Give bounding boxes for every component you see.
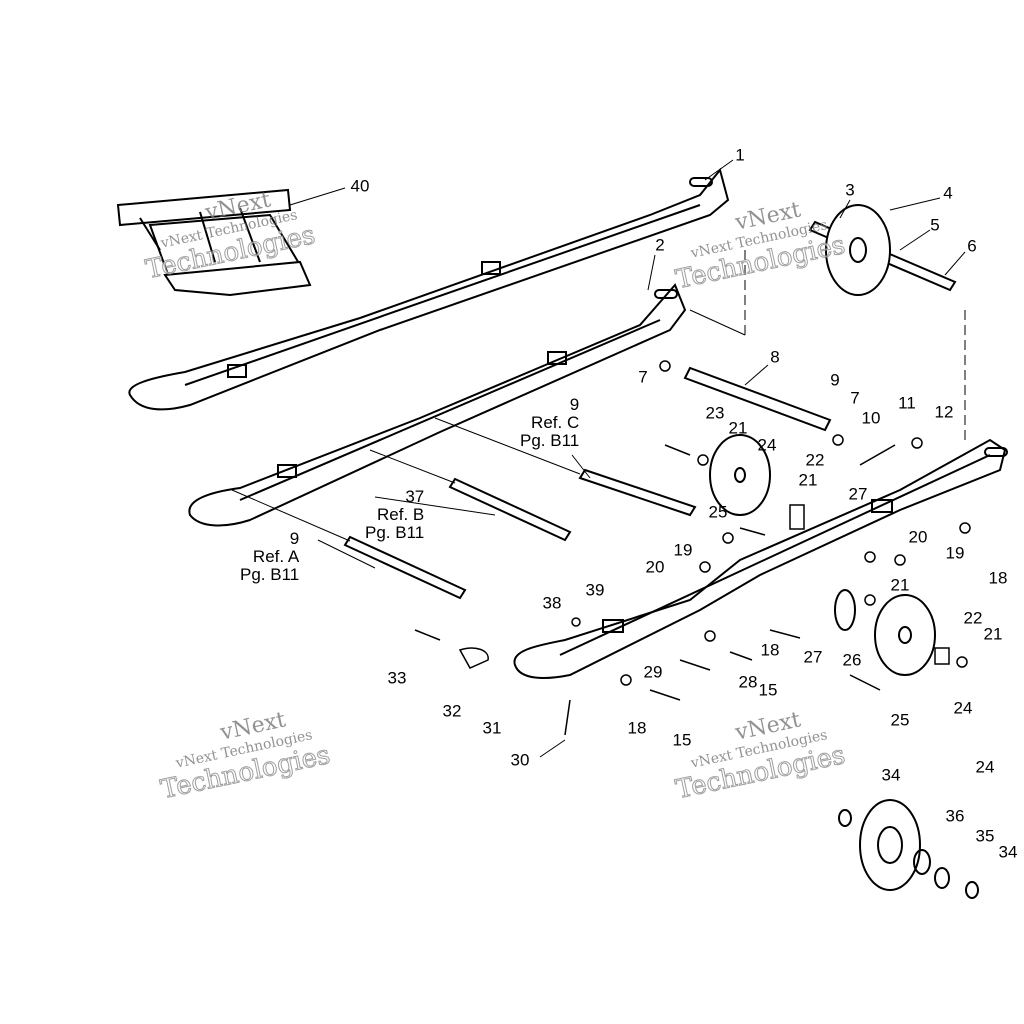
callout-label: 22 xyxy=(963,608,983,628)
callout-label: 27 xyxy=(848,484,868,504)
callout-label: 26 xyxy=(842,650,862,670)
callout-label: 24 xyxy=(975,757,995,777)
callout-label: 36 xyxy=(945,806,965,826)
wheels xyxy=(709,204,979,899)
rail-2 xyxy=(188,283,687,527)
callout-label: 3 xyxy=(845,180,855,200)
callout-label: 1 xyxy=(735,145,745,165)
callout-label: 30 xyxy=(510,750,530,770)
callout-label: 15 xyxy=(672,730,692,750)
callout-label: 29 xyxy=(643,662,663,682)
shafts xyxy=(231,220,966,600)
callout-label: 34 xyxy=(881,765,901,785)
rail-3 xyxy=(513,438,1008,679)
callout-label: 6 xyxy=(967,236,977,256)
callout-label: 21 xyxy=(798,470,818,490)
callout-label: 5 xyxy=(930,215,940,235)
callout-label: 8 xyxy=(770,347,780,367)
rail-1 xyxy=(128,167,730,411)
callout-label: 33 xyxy=(387,668,407,688)
hardware xyxy=(414,360,971,736)
callout-label: 28 xyxy=(738,672,758,692)
callout-label: 19 xyxy=(673,540,693,560)
callout-label: 11 xyxy=(898,393,916,413)
callout-label: 31 xyxy=(482,718,502,738)
callout-label: 18 xyxy=(988,568,1008,588)
callout-label: 32 xyxy=(442,701,462,721)
callout-label: 7 xyxy=(850,388,860,408)
callout-label: 22 xyxy=(805,450,825,470)
callout-label: 24 xyxy=(757,435,777,455)
callout-label: 38 xyxy=(542,593,562,613)
callout-label: 10 xyxy=(861,408,881,428)
leader-lines xyxy=(289,159,966,758)
callout-label: 40 xyxy=(350,176,370,196)
callout-label: 20 xyxy=(908,527,928,547)
callout-label: 25 xyxy=(708,502,728,522)
callout-label: 27 xyxy=(803,647,823,667)
callout-label: 18 xyxy=(760,640,780,660)
slide-plate-40 xyxy=(116,188,312,297)
callout-label: 23 xyxy=(705,403,725,423)
callout-label: 9 xyxy=(830,370,840,390)
callout-label: 21 xyxy=(983,624,1003,644)
callout-label: 25 xyxy=(890,710,910,730)
callout-label: 18 xyxy=(627,718,647,738)
callout-label: 2 xyxy=(655,235,665,255)
callout-label: 15 xyxy=(758,680,778,700)
callout-label: 34 xyxy=(998,842,1018,862)
callout-label: 21 xyxy=(890,575,910,595)
callout-label: 19 xyxy=(945,543,965,563)
callout-label: 35 xyxy=(975,826,995,846)
callout-label: 20 xyxy=(645,557,665,577)
callout-label: 7 xyxy=(638,367,648,387)
callout-label: 24 xyxy=(953,698,973,718)
callout-label: 21 xyxy=(728,418,748,438)
callout-label: 39 xyxy=(585,580,605,600)
callout-label: 12 xyxy=(934,402,954,422)
callout-label: 4 xyxy=(943,183,953,203)
